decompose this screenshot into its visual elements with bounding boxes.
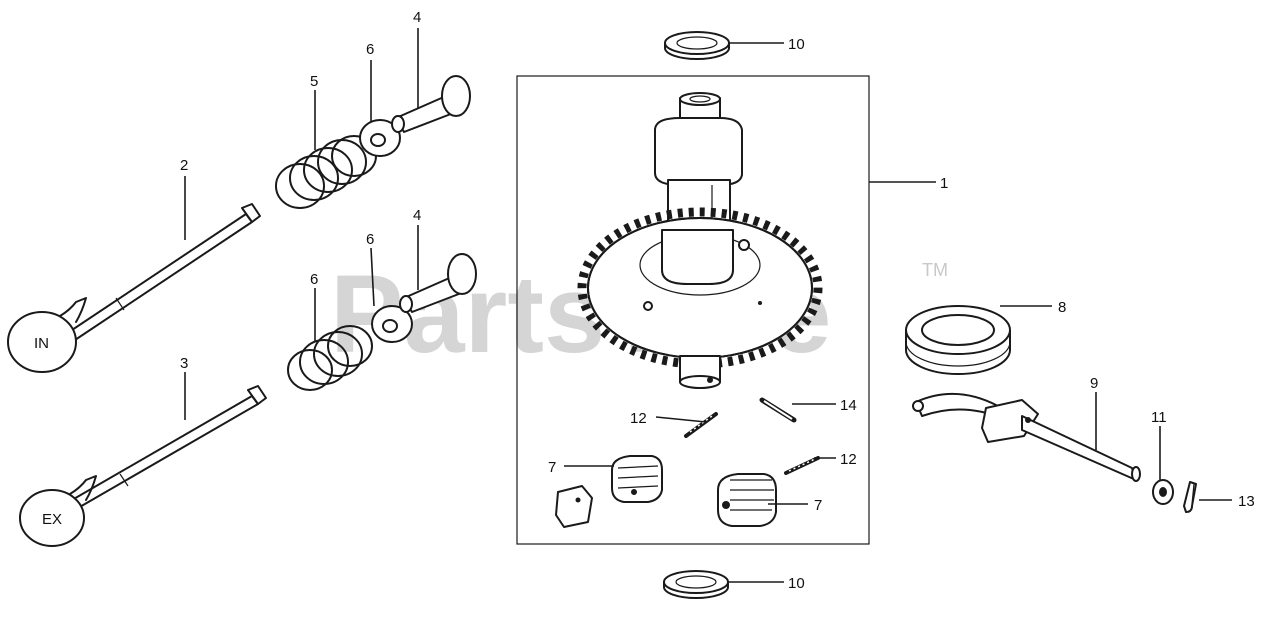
watermark-trademark: TM <box>922 260 948 280</box>
callout-13: 13 <box>1238 493 1255 510</box>
callout-10-top: 10 <box>788 36 805 53</box>
callout-3: 3 <box>180 355 188 372</box>
callout-4-upper: 4 <box>413 9 421 26</box>
callout-labels: 10 10 1 2 3 4 4 5 6 6 6 7 7 8 9 11 12 12… <box>180 9 1255 592</box>
callout-6-lower: 6 <box>310 271 318 288</box>
governor-arm <box>912 392 1141 482</box>
callout-12-upper: 12 <box>630 410 647 427</box>
callout-10-bottom: 10 <box>788 575 805 592</box>
valve-spring-upper <box>275 135 377 209</box>
camshaft-assembly-frame <box>516 75 870 545</box>
washer-small <box>1152 479 1174 505</box>
callout-8: 8 <box>1058 299 1066 316</box>
washer-bottom <box>663 570 729 599</box>
callout-7-left: 7 <box>548 459 556 476</box>
valve-spring-lower <box>287 325 373 391</box>
governor-weight-left <box>555 455 663 528</box>
intake-valve-mark: IN <box>34 335 49 352</box>
pin-12-lower <box>784 456 820 475</box>
leader-lines <box>184 28 1232 583</box>
spring-retainer-upper <box>359 119 401 157</box>
tappet-lower <box>399 253 477 313</box>
callout-5: 5 <box>310 73 318 90</box>
governor-weight-right <box>717 473 777 527</box>
washer-top <box>664 31 730 60</box>
pin-14 <box>759 397 797 423</box>
spring-retainer-lower <box>371 305 413 343</box>
callout-7-right: 7 <box>814 497 822 514</box>
callout-2: 2 <box>180 157 188 174</box>
callout-14: 14 <box>840 397 857 414</box>
seal-ring <box>905 305 1011 375</box>
callout-1: 1 <box>940 175 948 192</box>
exhaust-valve: EX <box>19 385 267 547</box>
callout-4-lower: 4 <box>413 207 421 224</box>
callout-9: 9 <box>1090 375 1098 392</box>
hair-clip <box>1183 481 1197 513</box>
intake-valve: IN <box>7 203 261 373</box>
callout-6-middle: 6 <box>366 231 374 248</box>
camshaft <box>577 92 823 389</box>
callout-12-lower: 12 <box>840 451 857 468</box>
tappet-upper <box>391 75 471 133</box>
exhaust-valve-mark: EX <box>42 511 62 528</box>
callout-11: 11 <box>1151 409 1167 426</box>
callout-6-upper: 6 <box>366 41 374 58</box>
pin-12-upper <box>684 412 718 438</box>
